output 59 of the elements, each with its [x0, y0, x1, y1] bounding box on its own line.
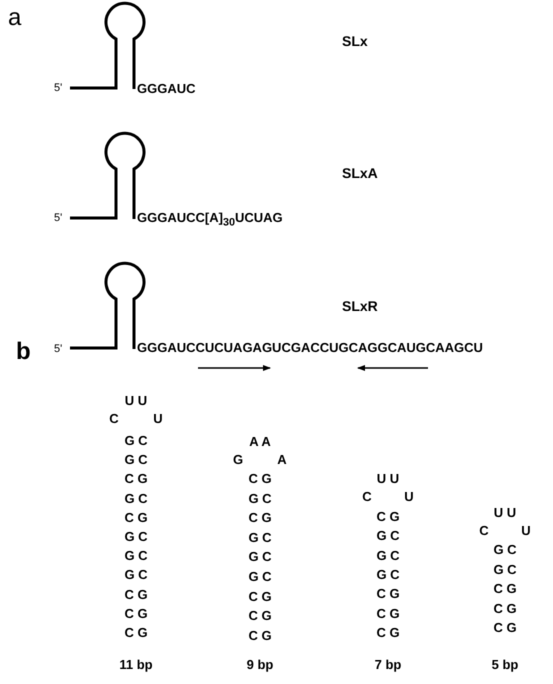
sequence-label: GGGAUCCUCUAGAGUCGACCUGCAGGCAUGCAAGCU	[137, 340, 483, 356]
base-pair-label: G C	[124, 529, 148, 545]
base-pair-label: C G	[248, 588, 272, 605]
base-pair-label: G C	[248, 549, 272, 566]
base-pair-label: C G	[248, 510, 272, 526]
nucleotide-label: A A	[249, 434, 271, 450]
base-pair-label: C G	[124, 625, 148, 641]
nucleotide-label: U	[153, 411, 163, 427]
five-prime-label: 5'	[54, 342, 62, 356]
nucleotide-label: U U	[124, 393, 148, 409]
nucleotide-label: C	[109, 411, 119, 427]
base-pair-label: G C	[493, 542, 517, 558]
base-pair-label: G C	[124, 452, 148, 468]
nucleotide-label: U	[521, 523, 531, 539]
construct-name: SLxA	[342, 165, 378, 182]
sequence-label: GGGAUCC[A]$_{30}$UCUAG	[137, 210, 283, 231]
base-pair-label: C G	[248, 608, 272, 624]
nucleotide-label: U	[404, 489, 414, 505]
base-pair-label: C G	[376, 606, 400, 622]
base-pair-label: C G	[124, 471, 148, 488]
sequence-label: GGGAUC	[137, 81, 196, 97]
base-pair-label: C G	[124, 606, 148, 622]
base-pair-label: G C	[376, 566, 400, 583]
five-prime-label: 5'	[54, 211, 62, 225]
panel-label: b	[16, 338, 31, 365]
base-pair-label: G C	[248, 569, 272, 585]
stem-length-label: 7 bp	[374, 657, 402, 673]
base-pair-label: C G	[376, 509, 400, 525]
nucleotide-label: G	[232, 452, 244, 468]
base-pair-label: C G	[124, 586, 148, 603]
nucleotide-label: U U	[376, 471, 400, 487]
base-pair-label: C G	[248, 628, 272, 644]
base-pair-label: C G	[493, 620, 517, 636]
base-pair-label: C G	[376, 586, 400, 602]
five-prime-label: 5'	[54, 81, 62, 95]
base-pair-label: C G	[124, 510, 148, 526]
stem-length-label: 9 bp	[246, 657, 274, 673]
nucleotide-label: U U	[494, 505, 516, 521]
stem-length-label: 11 bp	[119, 657, 153, 673]
nucleotide-label: A	[277, 452, 287, 468]
nucleotide-label: C	[479, 523, 489, 539]
base-pair-label: G C	[493, 562, 517, 578]
base-pair-label: G C	[124, 433, 148, 449]
base-pair-label: G C	[248, 530, 272, 546]
base-pair-label: G C	[248, 490, 272, 507]
base-pair-label: G C	[376, 548, 400, 564]
base-pair-label: G C	[124, 490, 148, 507]
base-pair-label: G C	[124, 548, 148, 564]
base-pair-label: C G	[493, 600, 517, 616]
panel-label: a	[8, 4, 22, 31]
base-pair-label: C G	[248, 471, 272, 487]
stem-length-label: 5 bp	[492, 657, 518, 673]
base-pair-label: C G	[376, 624, 400, 641]
base-pair-label: G C	[376, 528, 400, 544]
construct-name: SLx	[342, 33, 368, 50]
nucleotide-label: C	[362, 489, 372, 505]
base-pair-label: G C	[124, 567, 148, 584]
construct-name: SLxR	[342, 298, 378, 315]
base-pair-label: C G	[493, 581, 517, 597]
